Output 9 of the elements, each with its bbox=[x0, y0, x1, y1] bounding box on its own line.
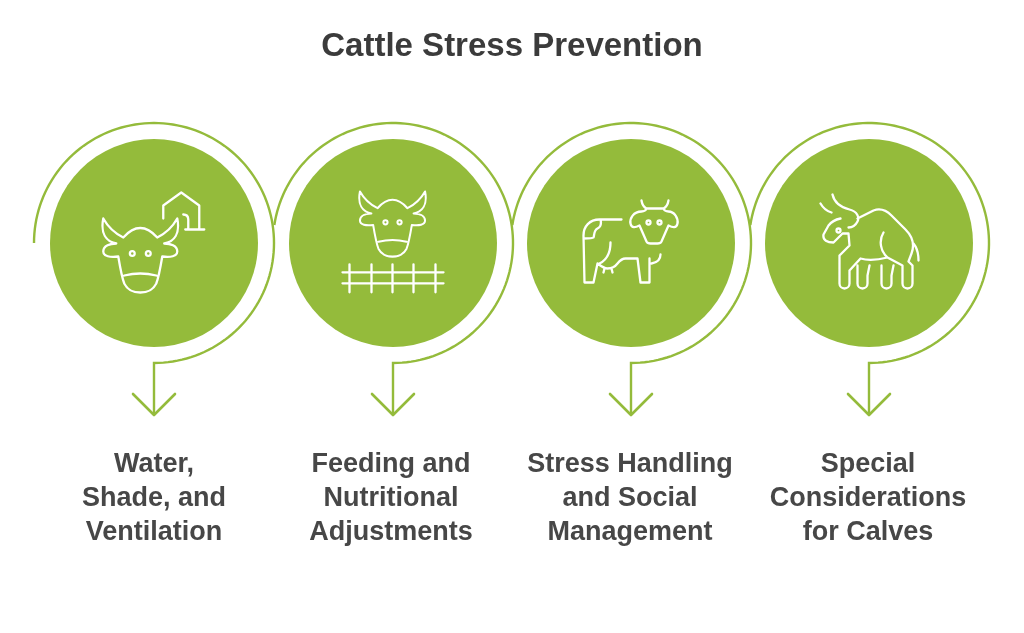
step-label: Stress Handling and Social Management bbox=[522, 446, 738, 548]
step-label: Water, Shade, and Ventilation bbox=[74, 446, 234, 548]
curved-arrow bbox=[32, 121, 276, 417]
step-label: Feeding and Nutritional Adjustments bbox=[302, 446, 480, 548]
step-label: Special Considerations for Calves bbox=[765, 446, 971, 548]
curved-arrow bbox=[511, 121, 753, 417]
curved-arrow bbox=[749, 121, 991, 417]
curved-arrow bbox=[273, 121, 515, 417]
title: Cattle Stress Prevention bbox=[321, 25, 703, 65]
